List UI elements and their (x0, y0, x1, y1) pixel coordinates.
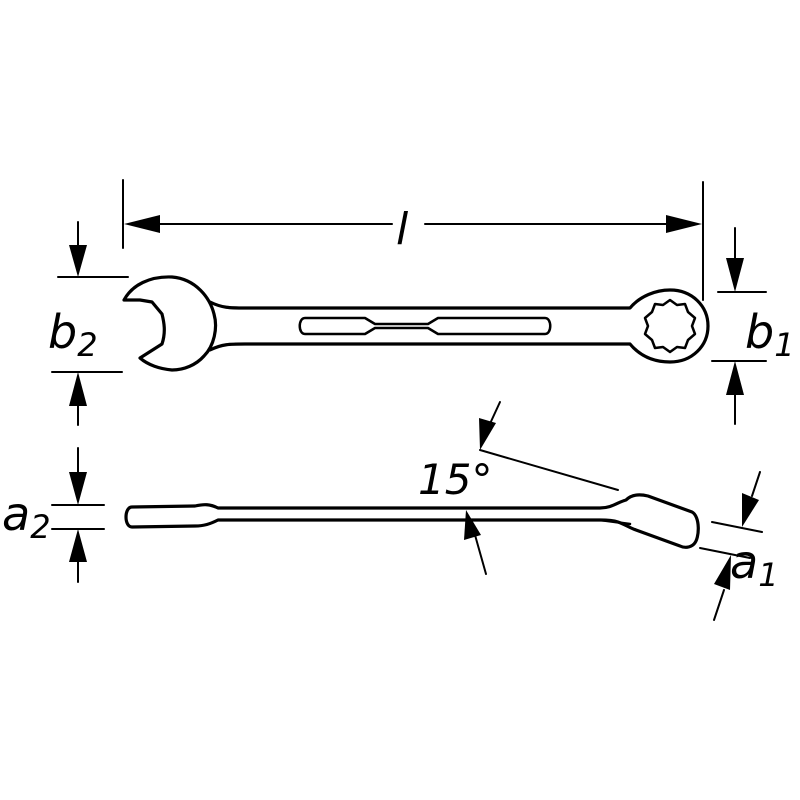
a1-leader-bottom (713, 589, 725, 621)
angle-dimension: 15° (418, 401, 619, 575)
b1-dimension: b1 (711, 227, 795, 425)
b1-label: b1 (745, 305, 795, 364)
length-label: l (396, 204, 409, 255)
b2-label: b2 (48, 305, 98, 364)
wrench-top-view (122, 275, 710, 372)
a2-arrow-bottom (69, 529, 87, 562)
angle-leader-bottom (474, 534, 487, 575)
a2-dimension: a2 (2, 447, 105, 583)
a1-extension-top (711, 521, 763, 533)
wrench-side-profile (124, 493, 700, 549)
shank-recess (298, 316, 552, 336)
a1-label: a1 (730, 535, 779, 594)
angle-arrow-top (479, 418, 496, 450)
a2-arrow-top (69, 472, 87, 505)
b2-dimension: b2 (48, 221, 129, 426)
side-profile-bottom-edge (598, 518, 632, 526)
a1-dimension: a1 (699, 471, 779, 621)
b1-arrow-bottom (726, 361, 744, 395)
length-dimension: l (122, 179, 704, 301)
wrench-side-view (124, 493, 700, 549)
angle-label: 15° (418, 455, 492, 504)
a1-leader-top (751, 471, 761, 497)
length-arrow-left (124, 215, 160, 233)
b2-arrow-top (69, 245, 87, 277)
box-end-12-point (643, 298, 697, 354)
b2-arrow-bottom (69, 372, 87, 406)
angle-reference-line (479, 449, 619, 491)
a1-arrow-top (742, 493, 759, 527)
angle-arrow-bottom (464, 510, 481, 540)
open-end-head (122, 275, 218, 372)
wrench-shank-outline (208, 288, 710, 364)
length-arrow-right (666, 215, 702, 233)
a1-arrow-bottom (714, 555, 731, 590)
a2-label: a2 (2, 487, 51, 546)
b1-arrow-top (726, 258, 744, 292)
a1-extension-bottom (699, 547, 751, 559)
